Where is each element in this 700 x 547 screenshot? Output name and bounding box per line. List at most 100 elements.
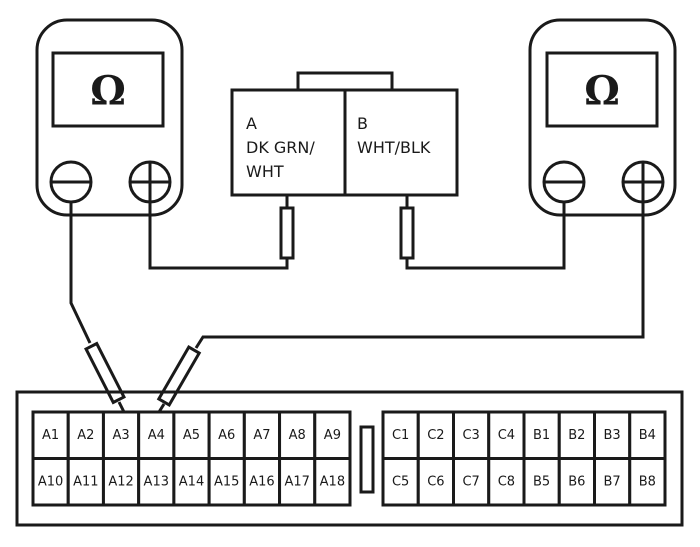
positive-terminal-icon[interactable] — [621, 160, 665, 204]
terminal-a-wire-color-2: WHT — [246, 162, 284, 181]
pin-label: C2 — [427, 428, 444, 443]
pin-a9[interactable]: A9 — [313, 410, 352, 460]
meter-body — [35, 18, 184, 217]
pin-cell[interactable] — [137, 457, 176, 507]
pin-label: C7 — [462, 474, 479, 489]
pin-cell[interactable] — [313, 410, 352, 460]
wire-left-negative-to-a3 — [69, 202, 126, 413]
pin-label: C1 — [392, 428, 409, 443]
pin-cell[interactable] — [101, 457, 141, 507]
pin-label: A16 — [249, 474, 274, 489]
pin-cell[interactable] — [31, 457, 70, 507]
pin-b3[interactable]: B3 — [593, 410, 632, 460]
pin-label: A1 — [42, 428, 59, 443]
pin-cell[interactable] — [137, 410, 176, 460]
pin-label: A4 — [148, 428, 165, 443]
meter-display — [51, 51, 165, 128]
pin-a18[interactable]: A18 — [313, 457, 352, 507]
pin-a17[interactable]: A17 — [278, 457, 317, 507]
pin-a14[interactable]: A14 — [172, 457, 211, 507]
harness-connector: A DK GRN/ WHT B WHT/BLK — [230, 71, 459, 197]
probe-tip-icon[interactable] — [399, 206, 415, 260]
probe-tip-icon[interactable] — [279, 206, 295, 260]
pin-a8[interactable]: A8 — [278, 410, 317, 460]
pin-label: B2 — [568, 428, 585, 443]
pin-b1[interactable]: B1 — [522, 410, 561, 460]
pin-b4[interactable]: B4 — [628, 410, 667, 460]
pin-label: A5 — [183, 428, 200, 443]
pin-cell[interactable] — [31, 410, 70, 460]
pin-a15[interactable]: A15 — [207, 457, 246, 507]
pin-label: A2 — [77, 428, 94, 443]
pin-c8[interactable]: C8 — [487, 457, 526, 507]
pin-c4[interactable]: C4 — [487, 410, 526, 460]
pin-label: B7 — [604, 474, 621, 489]
connector-key-slot — [359, 425, 375, 494]
pin-b6[interactable]: B6 — [557, 457, 596, 507]
positive-terminal-icon[interactable] — [128, 160, 172, 204]
meter-display — [545, 51, 659, 128]
pin-label: C3 — [462, 428, 479, 443]
pin-a5[interactable]: A5 — [172, 410, 211, 460]
pin-a11[interactable]: A11 — [66, 457, 105, 507]
probe-tip-icon[interactable] — [156, 344, 202, 408]
pin-label: A6 — [218, 428, 235, 443]
meter-body — [528, 18, 677, 217]
pin-a4[interactable]: A4 — [137, 410, 176, 460]
pin-c2[interactable]: C2 — [416, 410, 455, 460]
pin-cell[interactable] — [381, 457, 420, 507]
wire-left-positive-to-terminal-a — [148, 195, 295, 270]
wire-right-positive-to-a4 — [156, 202, 645, 413]
pin-cell[interactable] — [628, 457, 667, 507]
connector-lock-tab — [296, 71, 394, 92]
probe-tip-icon[interactable] — [84, 341, 126, 405]
pin-label: A15 — [214, 474, 239, 489]
ohm-icon: Ω — [584, 68, 620, 115]
pin-cell[interactable] — [101, 410, 141, 460]
pin-label: A10 — [38, 474, 63, 489]
pin-a13[interactable]: A13 — [137, 457, 176, 507]
pin-cell[interactable] — [487, 410, 526, 460]
pin-label: A14 — [179, 474, 204, 489]
pin-a2[interactable]: A2 — [66, 410, 105, 460]
pin-c7[interactable]: C7 — [452, 457, 491, 507]
pin-b2[interactable]: B2 — [557, 410, 596, 460]
pin-b5[interactable]: B5 — [522, 457, 561, 507]
pin-label: B8 — [639, 474, 656, 489]
pin-a16[interactable]: A16 — [242, 457, 282, 507]
terminal-a-pin: A — [246, 114, 257, 133]
pin-b7[interactable]: B7 — [593, 457, 632, 507]
pin-a6[interactable]: A6 — [207, 410, 246, 460]
ecu-connector-housing — [15, 390, 684, 527]
right-ohmmeter: Ω — [528, 18, 677, 217]
pin-label: B6 — [568, 474, 585, 489]
negative-terminal-icon[interactable] — [49, 160, 93, 204]
pin-label: A9 — [324, 428, 341, 443]
pin-label: C5 — [392, 474, 409, 489]
pin-cell[interactable] — [522, 457, 561, 507]
pin-a7[interactable]: A7 — [242, 410, 282, 460]
pin-cell[interactable] — [313, 457, 352, 507]
negative-terminal-icon[interactable] — [542, 160, 586, 204]
pin-a3[interactable]: A3 — [101, 410, 141, 460]
pin-c1[interactable]: C1 — [381, 410, 420, 460]
pin-label: B4 — [639, 428, 656, 443]
left-ohmmeter: Ω — [35, 18, 184, 217]
pin-a1[interactable]: A1 — [31, 410, 70, 460]
wire-right-negative-to-terminal-b — [399, 195, 566, 270]
terminal-b-pin: B — [357, 114, 368, 133]
pin-b8[interactable]: B8 — [628, 457, 667, 507]
pin-a10[interactable]: A10 — [31, 457, 70, 507]
pin-c3[interactable]: C3 — [452, 410, 491, 460]
pin-label: C8 — [498, 474, 515, 489]
pin-label: A12 — [108, 474, 133, 489]
pin-a12[interactable]: A12 — [101, 457, 141, 507]
pin-c6[interactable]: C6 — [416, 457, 455, 507]
pin-label: B5 — [533, 474, 550, 489]
pin-label: A18 — [320, 474, 345, 489]
pin-label: A3 — [112, 428, 129, 443]
pin-c5[interactable]: C5 — [381, 457, 420, 507]
pin-cell[interactable] — [172, 457, 211, 507]
